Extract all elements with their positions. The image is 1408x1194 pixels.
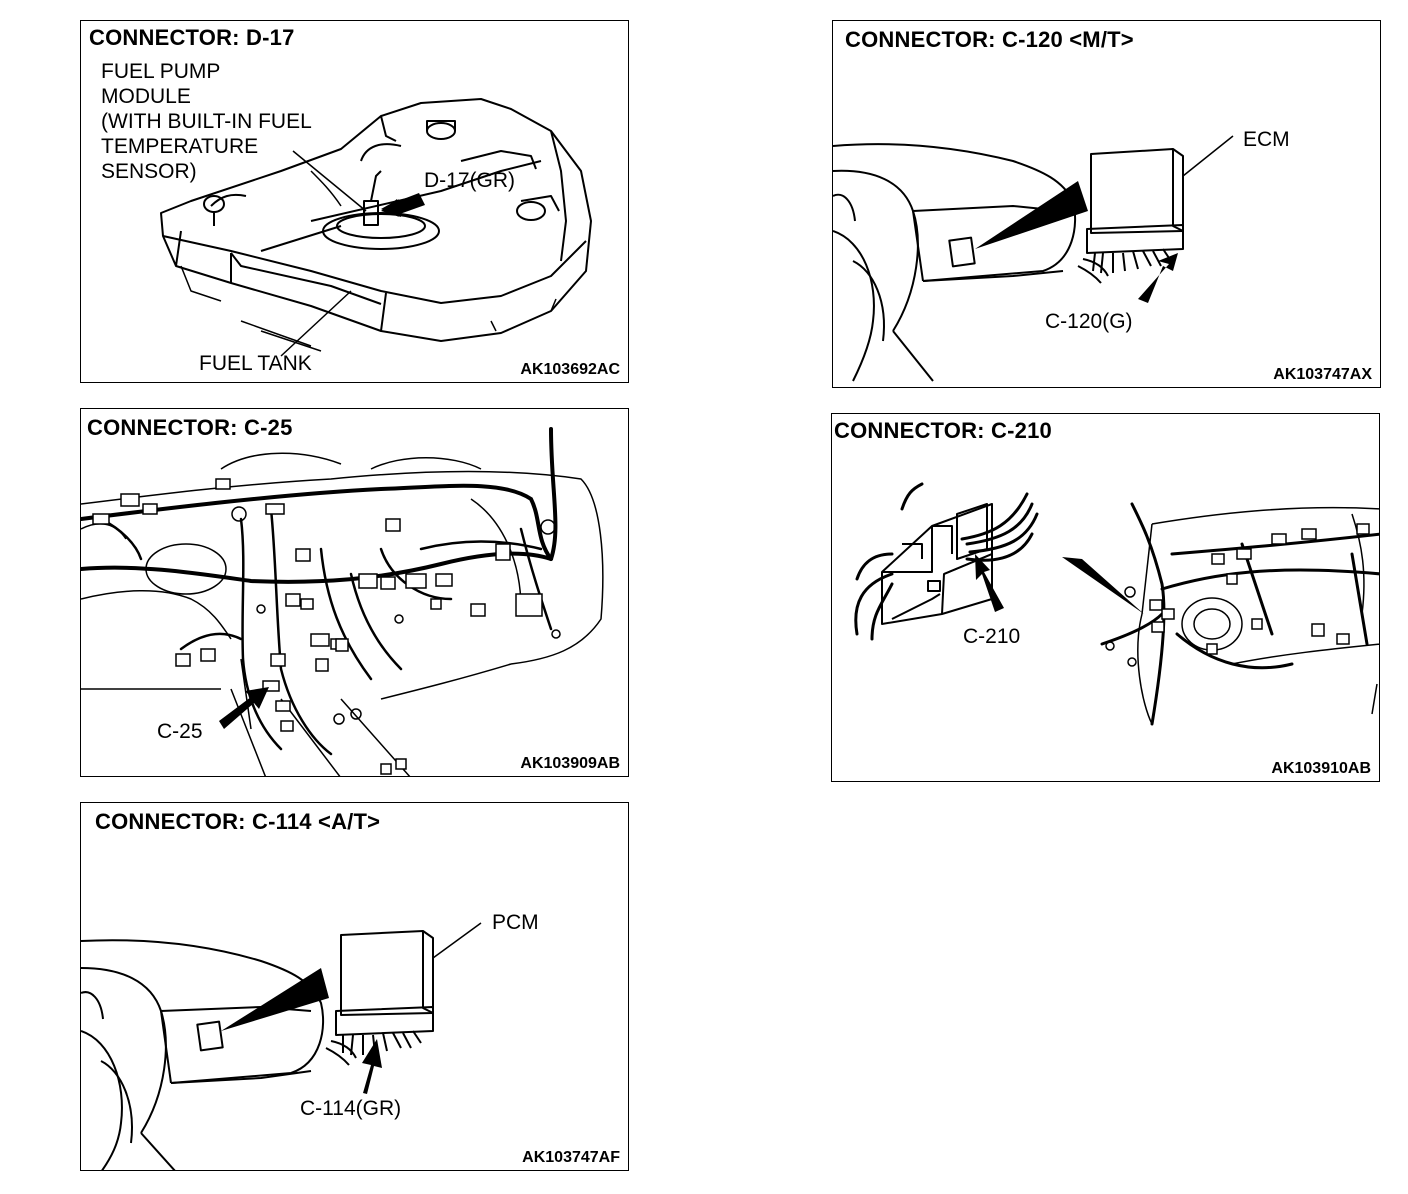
ecm-location-illustration	[833, 135, 1234, 382]
panel-connector-d17: CONNECTOR: D-17 FUEL PUMP MODULE (WITH B…	[80, 20, 629, 383]
fuel-tank-illustration	[160, 98, 592, 357]
arrow-c114	[362, 1039, 382, 1094]
panel-title: CONNECTOR: C-210	[834, 418, 1058, 444]
connector-c25-label: C-25	[157, 720, 203, 743]
pcm-label: PCM	[492, 911, 539, 934]
location-pointer	[1062, 557, 1144, 614]
panel-title: CONNECTOR: C-25	[87, 415, 299, 441]
location-pointer	[975, 181, 1088, 249]
connector-d17-label: D-17(GR)	[424, 169, 516, 192]
fuel-tank-label: FUEL TANK	[199, 352, 312, 375]
connector-c210-label: C-210	[963, 625, 1021, 648]
panel-connector-c25: CONNECTOR: C-25 C-25 AK103909AB	[80, 408, 629, 777]
figure-code: AK103910AB	[1271, 760, 1371, 777]
arrow-c210	[975, 554, 1004, 612]
panel-connector-c114: CONNECTOR: C-114 <A/T> PCM C-114(GR) AK1…	[80, 802, 629, 1171]
dash-harness-illustration	[81, 427, 604, 776]
ecm-label: ECM	[1243, 128, 1290, 151]
panel-connector-c120: CONNECTOR: C-120 <M/T> ECM C-120(G) AK10…	[832, 20, 1381, 388]
panel-title: CONNECTOR: D-17	[89, 25, 301, 51]
arrow-c25	[219, 687, 269, 729]
fuel-pump-module-label: FUEL PUMP MODULE (WITH BUILT-IN FUEL TEM…	[101, 60, 312, 183]
location-pointer	[221, 968, 329, 1031]
connector-c120-label: C-120(G)	[1045, 310, 1133, 333]
figure-code: AK103747AX	[1273, 366, 1372, 383]
pcm-location-illustration	[81, 922, 482, 1170]
panel-title: CONNECTOR: C-114 <A/T>	[95, 809, 387, 835]
panel-connector-c210: CONNECTOR: C-210 C-210 AK103910AB	[831, 413, 1380, 782]
connector-c114-label: C-114(GR)	[300, 1097, 402, 1120]
figure-code: AK103747AF	[522, 1149, 620, 1166]
panel-title: CONNECTOR: C-120 <M/T>	[845, 27, 1140, 53]
figure-code: AK103692AC	[520, 361, 620, 378]
figure-code: AK103909AB	[520, 755, 620, 772]
arrow-c120	[1138, 253, 1178, 303]
c210-connector-illustration	[854, 482, 1379, 726]
